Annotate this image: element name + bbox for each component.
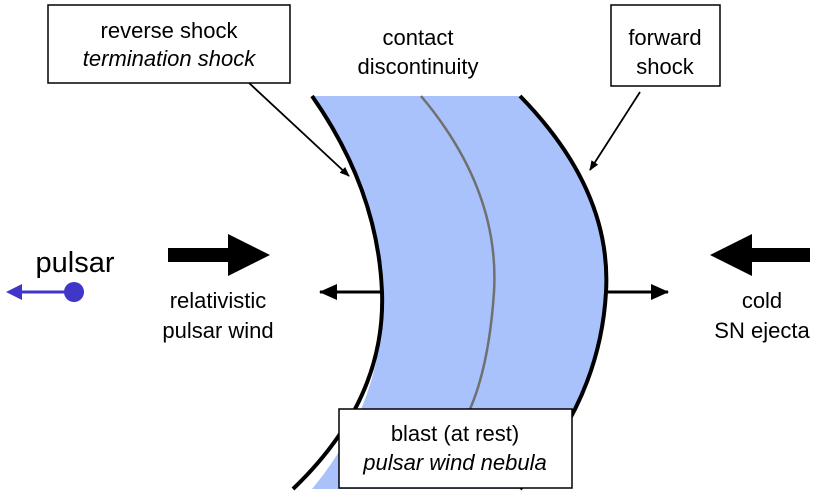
forward-shock-leader [589, 91, 641, 171]
ejecta-arrow [710, 234, 810, 276]
blast-label: blast (at rest) [391, 421, 519, 446]
ejecta-label-line2: SN ejecta [714, 318, 810, 343]
forward-shock-label-line2: shock [636, 54, 694, 79]
contact-label-line2: discontinuity [357, 54, 478, 79]
ejecta-label-line1: cold [742, 288, 782, 313]
reverse-shock-box [47, 4, 291, 84]
contact-discontinuity-line [420, 95, 496, 426]
pwn-label: pulsar wind nebula [362, 450, 546, 475]
reverse-shock-label: reverse shock [101, 18, 239, 43]
blast-box [338, 408, 573, 489]
wind-label-line1: relativistic [170, 288, 267, 313]
forward-shock-box [610, 4, 721, 87]
wind-label-line2: pulsar wind [162, 318, 273, 343]
shocked-region [312, 96, 607, 489]
pulsar-dot [64, 282, 84, 302]
forward-shock-label-line1: forward [628, 25, 701, 50]
pulsar-wind-arrow [168, 234, 270, 276]
pulsar-label: pulsar [36, 247, 115, 279]
contact-label-line1: contact [383, 25, 454, 50]
termination-shock-label: termination shock [83, 46, 256, 71]
reverse-shock-leader [247, 81, 350, 177]
pulsar-motion [6, 282, 84, 302]
